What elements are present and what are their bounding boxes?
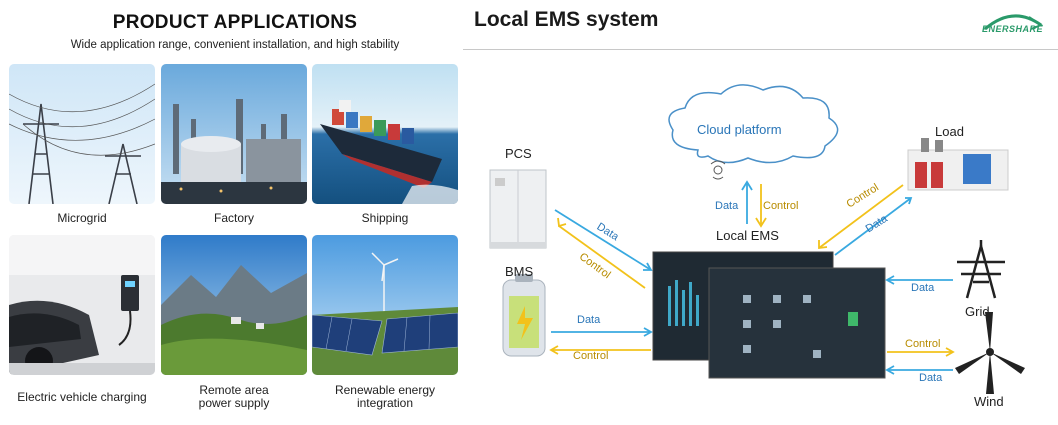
load-label: Load xyxy=(935,124,964,139)
renewable-energy-label: Renewable energy integration xyxy=(305,384,465,410)
local-ems-label: Local EMS xyxy=(716,228,779,243)
shipping-label: Shipping xyxy=(361,211,409,225)
wind-turbine-icon xyxy=(955,312,1025,394)
title-divider xyxy=(463,49,1058,50)
local-ems-title: Local EMS system xyxy=(474,8,659,31)
wind-data-label: Data xyxy=(919,372,943,384)
product-applications-title: PRODUCT APPLICATIONS xyxy=(112,12,358,33)
pcs-label: PCS xyxy=(505,146,532,161)
enershare-logo xyxy=(975,7,1050,47)
bms-label: BMS xyxy=(505,264,534,279)
cloud-platform-label: Cloud platform xyxy=(697,122,782,137)
remote-area-image xyxy=(161,235,307,375)
remote-area-label-line2: power supply xyxy=(198,396,270,410)
renewable-energy-label-line2: integration xyxy=(356,396,414,410)
wind-control-label: Control xyxy=(905,338,941,350)
renewable-energy-label-line1: Renewable energy xyxy=(334,383,436,397)
enershare-logo-text: ENERSHARE xyxy=(981,24,1043,34)
bms-control-label: Control xyxy=(573,350,609,362)
remote-area-label-line1: Remote area xyxy=(199,383,269,397)
shipping-image xyxy=(312,64,458,204)
bms-battery-icon xyxy=(502,274,546,357)
factory-image xyxy=(161,64,307,204)
cloud-control-label: Control xyxy=(763,200,799,212)
pcs-icon xyxy=(489,169,547,249)
grid-data-label: Data xyxy=(911,282,935,294)
cloud-icon xyxy=(668,84,839,164)
grid-tower-icon xyxy=(957,240,1005,299)
wind-label: Wind xyxy=(974,394,1004,409)
ems-diagram: Cloud platform PCS BMS Local EMS Load Gr… xyxy=(463,50,1058,425)
local-ems-screens xyxy=(652,251,886,379)
load-factory-icon xyxy=(907,138,1009,191)
bms-data-label: Data xyxy=(577,314,601,326)
product-applications-subtitle: Wide application range, convenient insta… xyxy=(70,39,400,51)
factory-label: Factory xyxy=(213,211,254,225)
microgrid-image xyxy=(9,64,155,204)
product-applications-panel: PRODUCT APPLICATIONS Wide application ra… xyxy=(0,0,462,420)
renewable-energy-image xyxy=(312,235,458,375)
ev-charging-label: Electric vehicle charging xyxy=(17,390,147,404)
grid-label: Grid xyxy=(965,304,990,319)
microgrid-label: Microgrid xyxy=(57,211,107,225)
cloud-data-label: Data xyxy=(715,200,739,212)
ev-charging-image xyxy=(9,235,155,375)
remote-area-label: Remote area power supply xyxy=(154,384,314,410)
